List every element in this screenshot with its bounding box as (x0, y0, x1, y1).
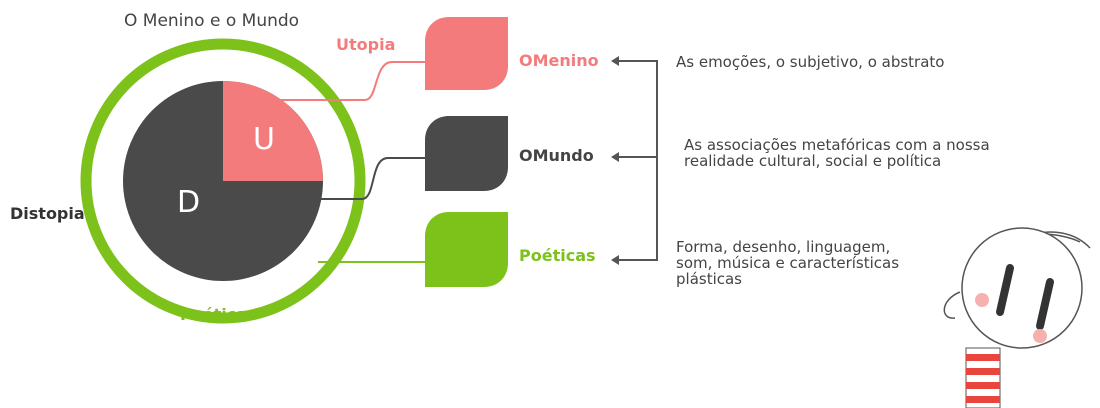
utopia-letter: U (253, 122, 275, 157)
description-line: realidade cultural, social e política (684, 152, 942, 170)
boy-character-icon (943, 227, 1091, 408)
description-poeticas: Forma, desenho, linguagem, som, música e… (676, 239, 899, 287)
arrow-left-icon-1 (611, 56, 619, 66)
description-line: As associações metafóricas com a nossa (684, 136, 990, 154)
connector-utopia (281, 61, 430, 101)
description-line: plásticas (676, 270, 742, 288)
poeticas-ring-label: Poéticas (180, 305, 257, 324)
utopia-quarter (223, 81, 323, 181)
arrow-left-icon-2 (611, 152, 619, 162)
leaf-icon-mundo (425, 116, 508, 191)
connector-distopia (313, 157, 430, 200)
description-line: Forma, desenho, linguagem, (676, 238, 891, 256)
category-poeticas: Poéticas (519, 246, 596, 265)
diagram-title: O Menino e o Mundo (124, 11, 300, 31)
description-line: som, música e características (676, 254, 900, 272)
leaf-icon-poeticas (425, 212, 508, 287)
bracket-arrows (613, 60, 658, 261)
category-omenino: OMenino (519, 51, 599, 70)
description-line: As emoções, o subjetivo, o abstrato (676, 53, 945, 71)
distopia-label: Distopia (10, 204, 85, 223)
description-omundo: As associações metafóricas com a nossa r… (684, 137, 990, 169)
description-omenino: As emoções, o subjetivo, o abstrato (676, 54, 944, 70)
leaf-icon-menino (425, 17, 508, 90)
arrow-left-icon-3 (611, 255, 619, 265)
poeticas-ring (80, 38, 366, 324)
utopia-label: Utopia (336, 35, 396, 54)
distopia-letter: D (177, 185, 201, 220)
category-omundo: OMundo (519, 146, 594, 165)
